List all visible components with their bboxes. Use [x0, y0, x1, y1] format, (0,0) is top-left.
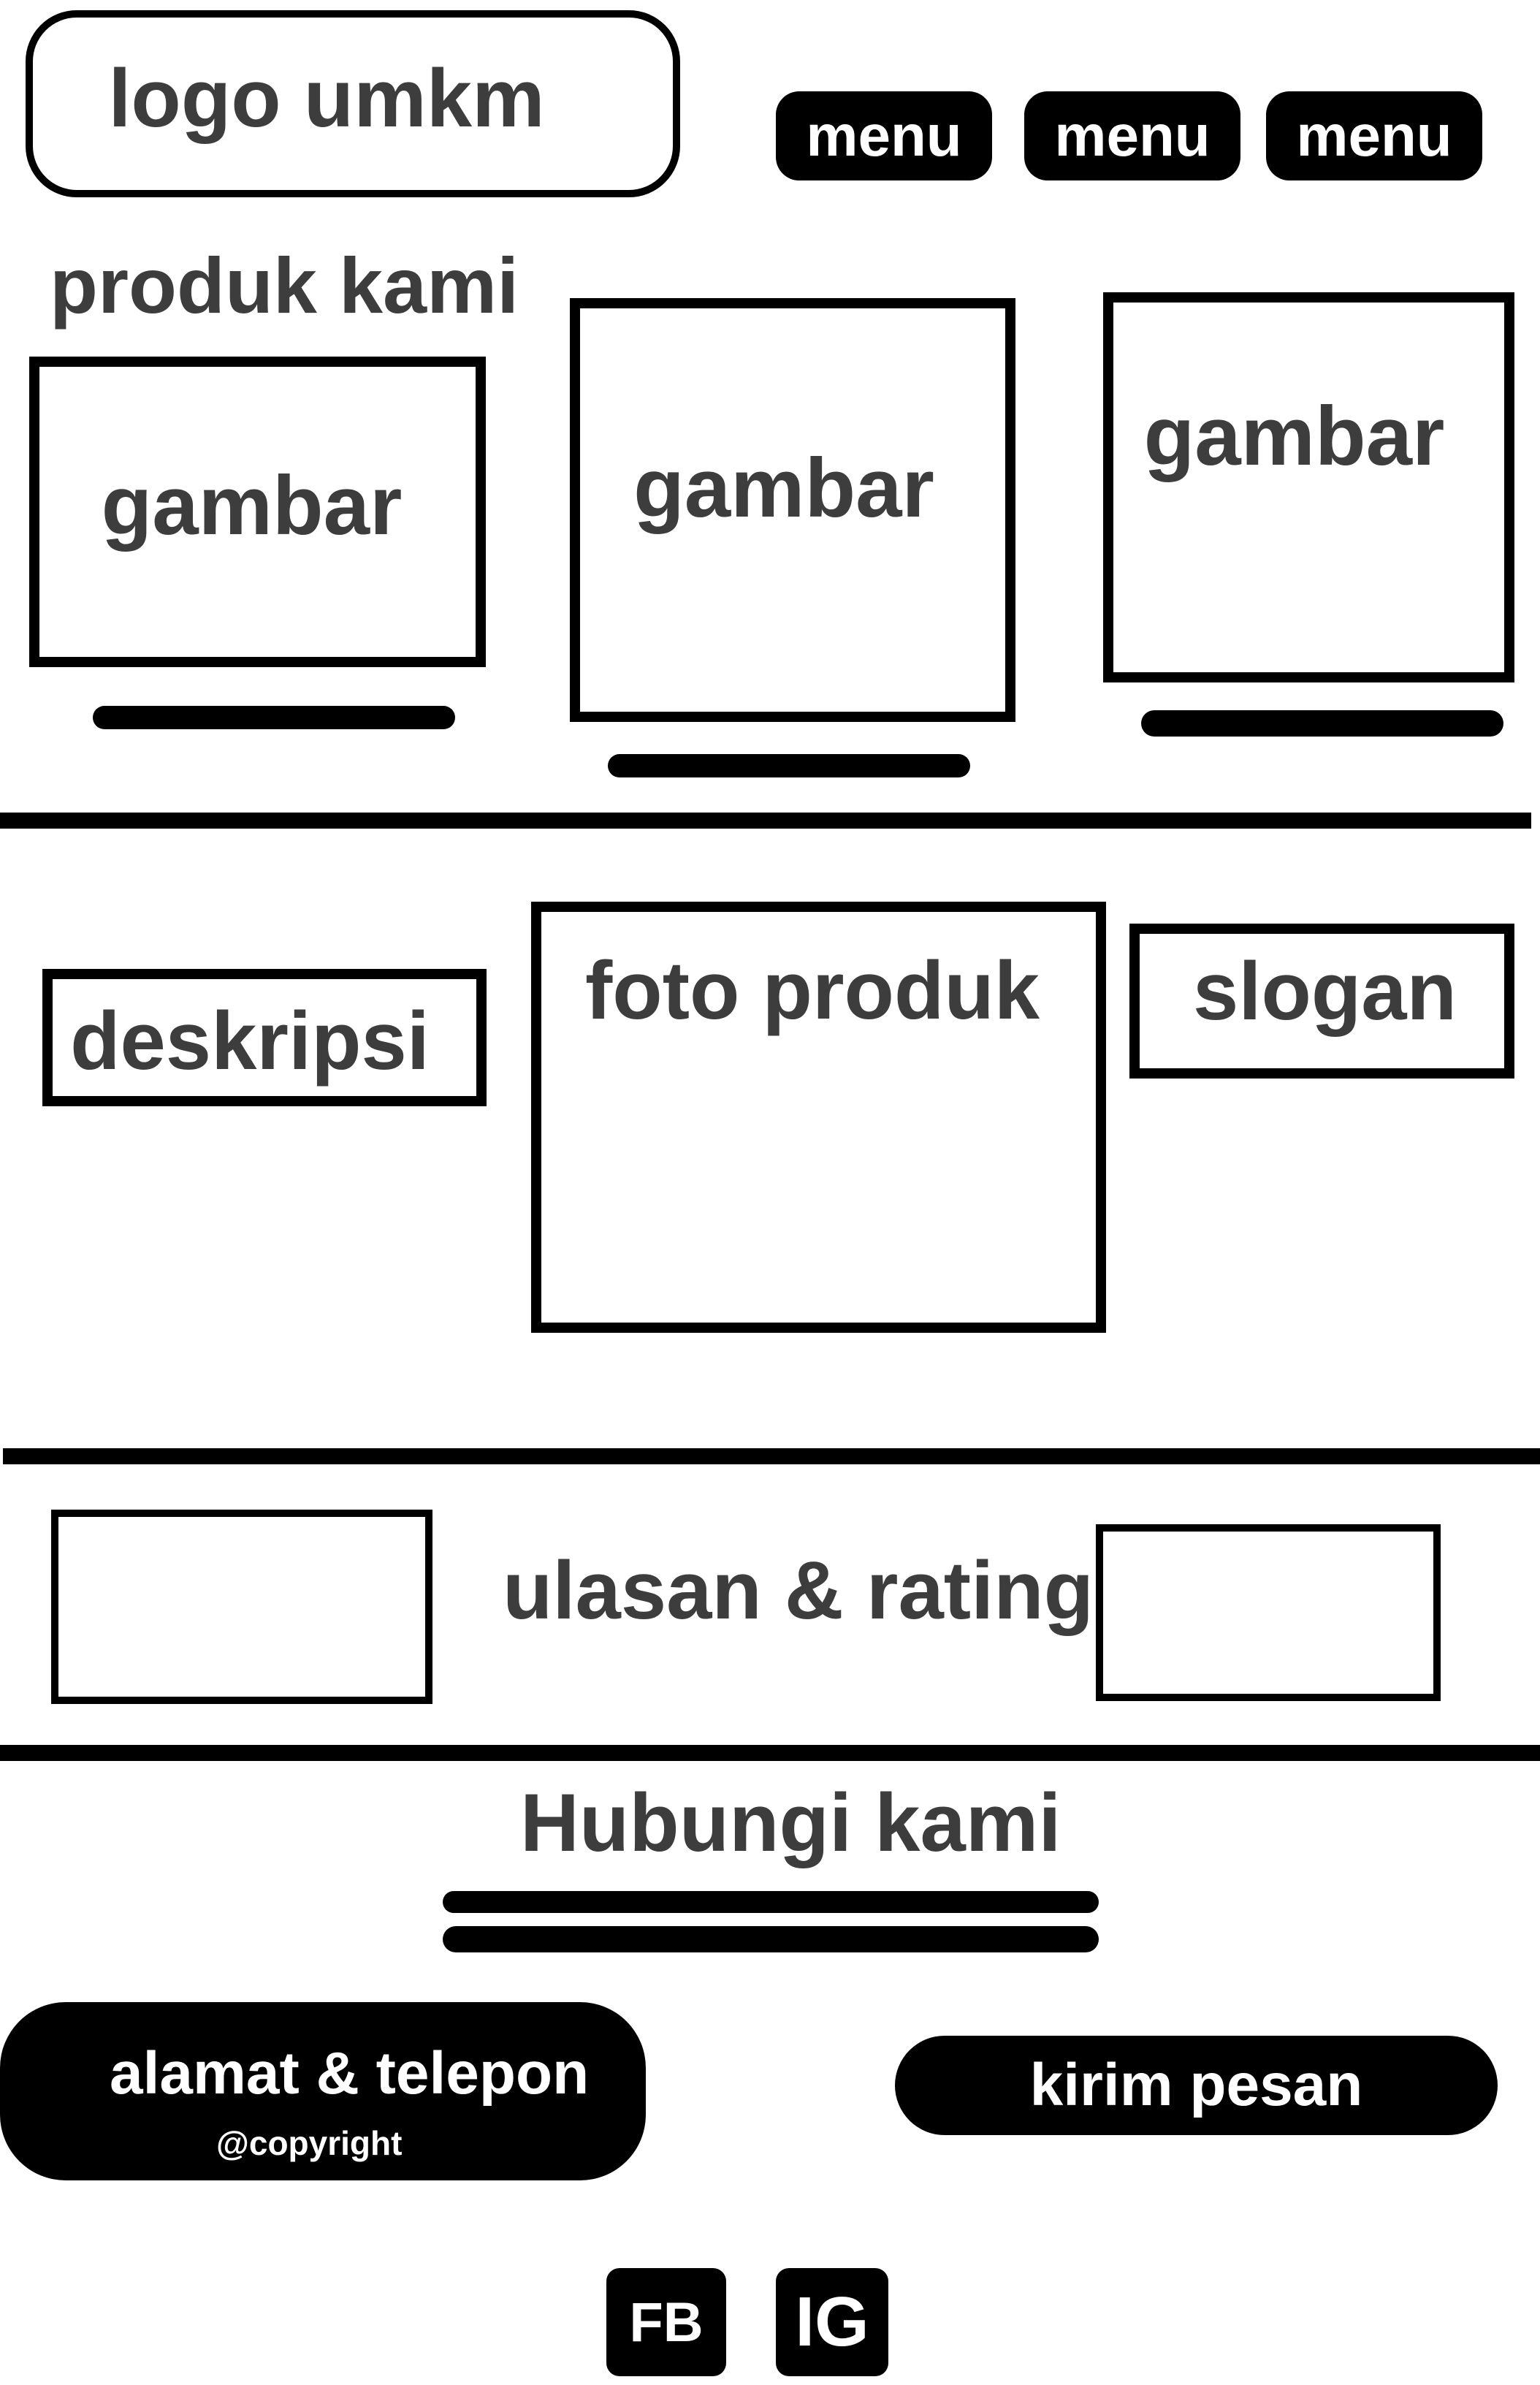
product-image-label: gambar	[633, 441, 934, 535]
menu-button-3[interactable]: menu	[1266, 91, 1482, 180]
section-divider-1	[0, 813, 1531, 829]
product-caption-bar-3	[1141, 710, 1503, 737]
review-card-right[interactable]	[1096, 1524, 1441, 1701]
product-image-label: gambar	[1143, 389, 1445, 483]
menu-label: menu	[1054, 103, 1211, 168]
facebook-button[interactable]: FB	[606, 2268, 726, 2376]
product-image-2[interactable]: gambar	[570, 298, 1015, 722]
product-image-3[interactable]: gambar	[1103, 292, 1514, 682]
contact-underline-2	[443, 1926, 1099, 1952]
logo-label: logo umkm	[108, 52, 545, 144]
menu-button-1[interactable]: menu	[776, 91, 992, 180]
product-caption-bar-1	[93, 706, 455, 729]
contact-underline-1	[443, 1891, 1099, 1913]
slogan-label: slogan	[1193, 945, 1457, 1037]
products-title: produk kami	[50, 241, 519, 330]
contact-title: Hubungi kami	[520, 1777, 1061, 1868]
slogan-box[interactable]: slogan	[1129, 924, 1514, 1079]
section-divider-3	[0, 1745, 1540, 1761]
menu-label: menu	[1296, 103, 1452, 168]
description-box[interactable]: deskripsi	[42, 969, 487, 1106]
menu-label: menu	[806, 103, 962, 168]
address-phone-block[interactable]: alamat & telepon @copyright	[0, 2002, 646, 2180]
product-image-label: gambar	[101, 460, 403, 552]
description-label: deskripsi	[70, 994, 430, 1087]
section-divider-2	[3, 1448, 1540, 1464]
copyright-text: @copyright	[216, 2124, 403, 2162]
reviews-title: ulasan & rating	[503, 1545, 1094, 1636]
instagram-button[interactable]: IG	[776, 2268, 888, 2376]
product-photo-box[interactable]: foto produk	[531, 902, 1106, 1333]
send-message-button[interactable]: kirim pesan	[895, 2036, 1498, 2135]
logo-placeholder[interactable]: logo umkm	[26, 10, 680, 197]
review-card-left[interactable]	[51, 1510, 432, 1704]
facebook-label: FB	[629, 2291, 704, 2354]
product-photo-label: foto produk	[585, 945, 1040, 1036]
product-caption-bar-2	[608, 754, 970, 777]
menu-button-2[interactable]: menu	[1024, 91, 1240, 180]
send-message-label: kirim pesan	[1029, 2052, 1363, 2118]
address-phone-label: alamat & telepon	[110, 2040, 590, 2107]
product-image-1[interactable]: gambar	[29, 357, 486, 667]
instagram-label: IG	[795, 2283, 869, 2361]
